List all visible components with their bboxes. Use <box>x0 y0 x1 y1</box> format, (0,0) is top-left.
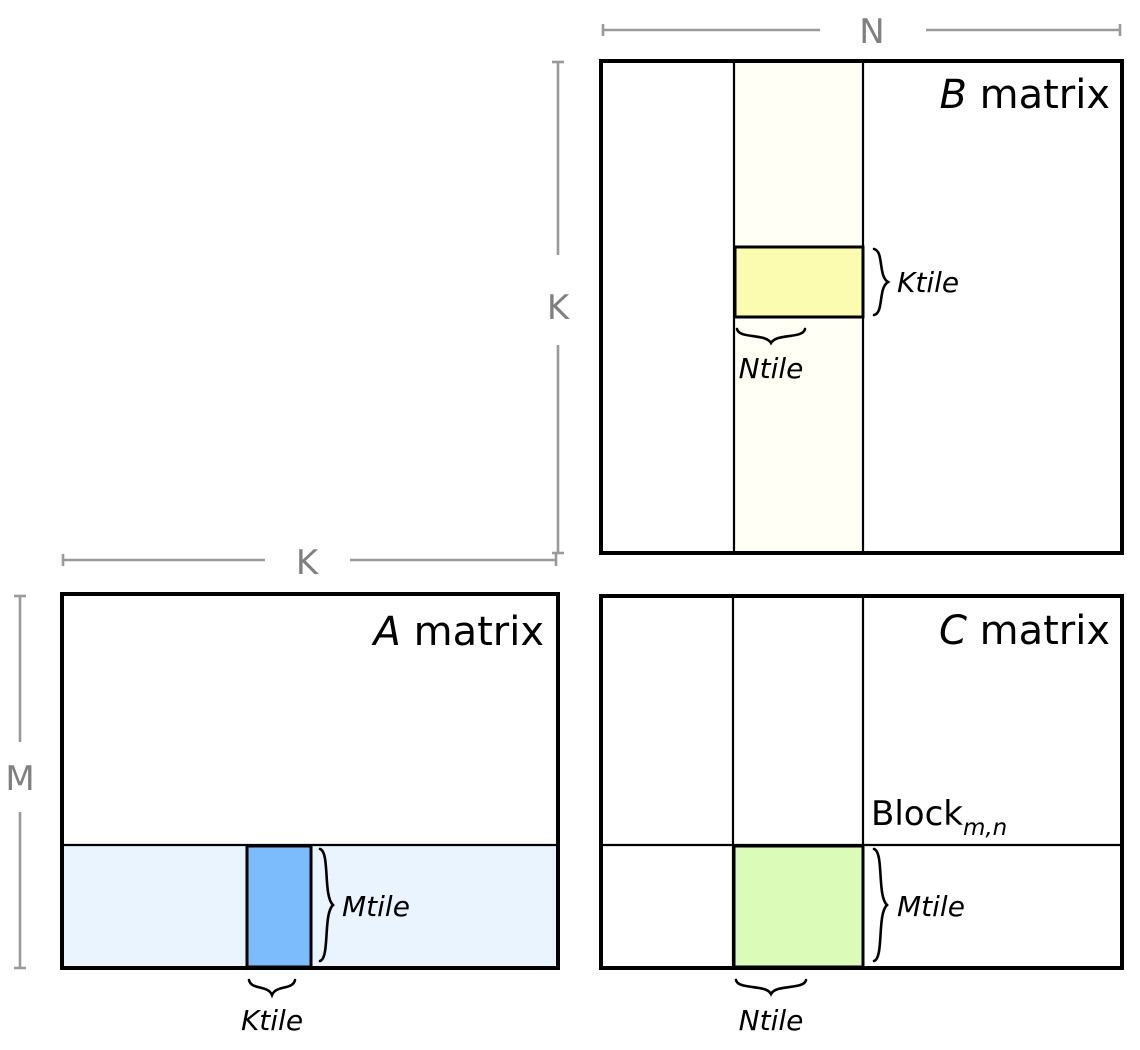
c-matrix-block-text: Block <box>871 794 963 834</box>
c-matrix-label-rest: matrix <box>967 608 1110 654</box>
c-matrix-tile <box>732 844 865 969</box>
dimension-n-label: N <box>859 12 884 52</box>
dimension-k-horizontal-label: K <box>296 543 320 583</box>
a-matrix: A matrix Mtile Ktile <box>60 592 560 1037</box>
dimension-k-vertical-label: K <box>547 288 571 328</box>
a-matrix-label-italic: A <box>371 609 401 655</box>
dimension-m-vertical: M <box>5 594 35 970</box>
c-matrix-block-subscript: m,n <box>963 815 1007 841</box>
b-matrix-tile <box>733 245 865 319</box>
dimension-k-horizontal: K <box>61 543 558 583</box>
a-matrix-label-rest: matrix <box>401 609 544 655</box>
a-matrix-ktile-label: Ktile <box>241 1004 303 1037</box>
dimension-k-vertical: K <box>547 60 571 555</box>
a-matrix-ktile-brace: Ktile <box>241 978 303 1037</box>
b-matrix-ntile-label: Ntile <box>739 352 804 385</box>
b-matrix-ktile-brace: Ktile <box>872 247 959 317</box>
c-matrix-ntile-brace: Ntile <box>734 978 808 1037</box>
a-matrix-label: A matrix <box>371 609 544 655</box>
c-matrix: C matrix Blockm,n Mtile Ntile <box>599 594 1124 1037</box>
b-matrix-label-italic: B <box>939 72 966 118</box>
a-matrix-mtile-brace: Mtile <box>318 847 410 963</box>
dimension-n-top: N <box>601 12 1122 52</box>
b-matrix-ktile-label: Ktile <box>897 266 959 299</box>
c-matrix-block-label: Blockm,n <box>871 794 1007 841</box>
b-matrix-label-rest: matrix <box>967 72 1110 118</box>
a-matrix-tile <box>245 844 313 969</box>
b-matrix-label: B matrix <box>939 72 1110 118</box>
dimension-m-label: M <box>5 759 34 799</box>
c-matrix-ntile-label: Ntile <box>739 1004 804 1037</box>
b-matrix: B matrix Ktile Ntile <box>599 59 1124 555</box>
c-matrix-label: C matrix <box>939 608 1110 654</box>
b-matrix-ntile-brace: Ntile <box>735 327 807 385</box>
c-matrix-label-italic: C <box>939 608 967 654</box>
c-matrix-mtile-label: Mtile <box>897 890 965 923</box>
b-matrix-outline <box>599 59 1124 555</box>
c-matrix-mtile-brace: Mtile <box>872 847 965 963</box>
a-matrix-mtile-label: Mtile <box>342 890 410 923</box>
